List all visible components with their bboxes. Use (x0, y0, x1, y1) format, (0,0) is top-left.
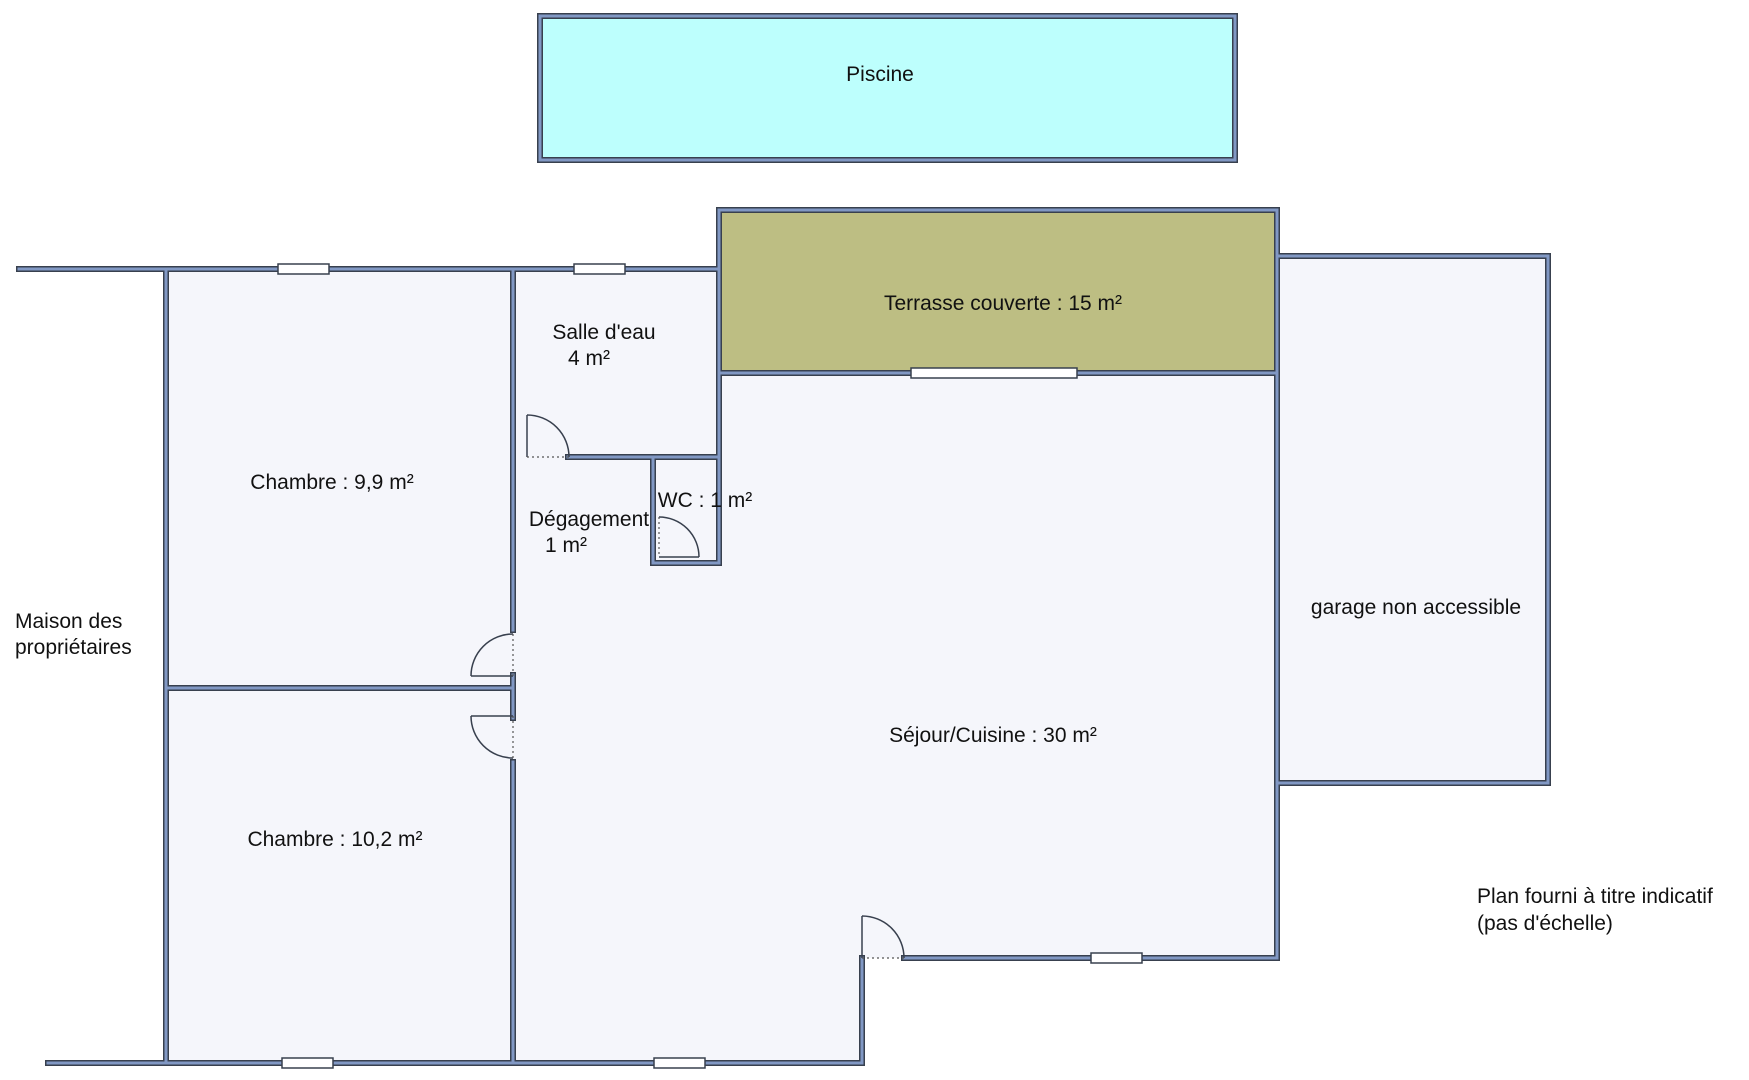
terrace-label: Terrasse couverte : 15 m² (884, 292, 1122, 315)
bathroom-area-label: 4 m² (568, 347, 610, 370)
plan-note: Plan fourni à titre indicatif (1477, 885, 1713, 908)
bedroom-1-floor (168, 271, 513, 688)
door-swing-arc (526, 414, 570, 458)
garage-label: garage non accessible (1311, 596, 1521, 619)
wc-door (658, 516, 700, 558)
window (1090, 952, 1143, 964)
floor-areas (168, 211, 1549, 1063)
hallway-area-label: 1 m² (545, 534, 587, 557)
bedroom-2-floor (168, 688, 513, 1063)
bathroom-door (526, 414, 570, 458)
bedroom-1-label: Chambre : 9,9 m² (250, 471, 413, 494)
bathroom-floor (513, 271, 719, 457)
bedroom-2-label: Chambre : 10,2 m² (247, 828, 422, 851)
wc-floor (653, 457, 719, 563)
walls-fill (17, 208, 1550, 1065)
pool (537, 13, 1238, 163)
garage-floor (1276, 256, 1549, 781)
door-swing-arc (861, 915, 905, 959)
pool-basin (540, 17, 1234, 160)
door-swing-arc (470, 715, 514, 759)
owners-house-label-line2: propriétaires (15, 636, 132, 659)
window (573, 263, 626, 275)
bedroom-2-door (470, 715, 514, 759)
door-swing-arc (658, 516, 700, 558)
entrance-door (861, 915, 905, 959)
window (653, 1057, 706, 1069)
pool-edge-inner (538, 14, 1237, 162)
window (910, 367, 1078, 379)
bathroom-label: Salle d'eau (552, 321, 655, 344)
labels: Piscine Terrasse couverte : 15 m² Salle … (15, 63, 1713, 935)
window (277, 263, 330, 275)
living-floor (513, 373, 1276, 1063)
owners-house-label: Maison des (15, 610, 122, 633)
bedroom-1-door (470, 633, 514, 677)
windows (277, 263, 1143, 1069)
wc-label: WC : 1 m² (658, 489, 753, 512)
hallway-label: Dégagement (529, 508, 649, 531)
hallway-floor (513, 457, 653, 563)
living-kitchen-label: Séjour/Cuisine : 30 m² (889, 724, 1097, 747)
door-swing-arc (470, 633, 514, 677)
pool-label: Piscine (846, 63, 914, 86)
doors (470, 414, 905, 959)
terrace-floor (719, 211, 1276, 373)
plan-note-line2: (pas d'échelle) (1477, 912, 1613, 935)
window (281, 1057, 334, 1069)
